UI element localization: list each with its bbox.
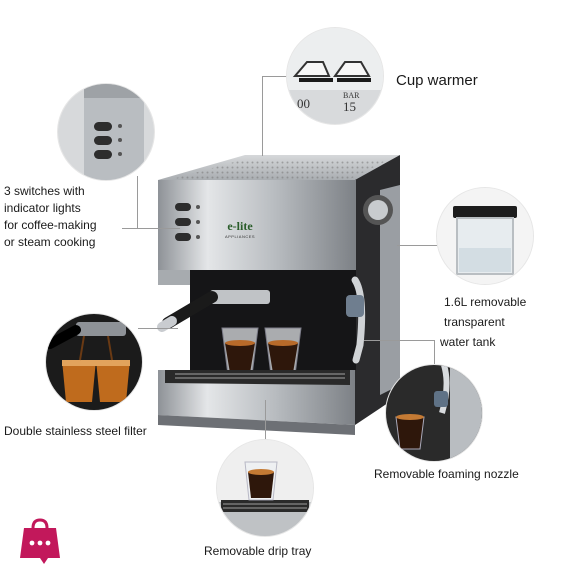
cup-warmer-detail-image: BAR 15 00 [287, 28, 383, 124]
filter-label: Double stainless steel filter [4, 424, 147, 438]
foaming-nozzle-detail-image [386, 365, 482, 461]
water-tank-detail-image [437, 188, 533, 284]
leader-line-foaming [364, 340, 434, 341]
brand-logo: e-lite APPLIANCES [216, 219, 264, 239]
gauge-value: 15 [343, 99, 356, 114]
drip-tray-label: Removable drip tray [204, 544, 312, 558]
switches-label-line-3: for coffee-making [4, 218, 97, 232]
switches-label-line-2: indicator lights [4, 201, 81, 215]
cup-warmer-label: Cup warmer [396, 72, 478, 89]
leader-line-switches-h [122, 228, 180, 229]
espresso-machine: e-lite APPLIANCES [150, 145, 410, 445]
leader-line-switches [137, 176, 138, 228]
gauge-unit: BAR [343, 91, 360, 100]
foaming-nozzle-label: Removable foaming nozzle [374, 467, 519, 481]
brand-logo-main: e-lite [227, 219, 253, 233]
drip-tray-detail-image [217, 440, 313, 536]
brand-logo-sub: APPLIANCES [224, 234, 256, 239]
switches-label-line-1: 3 switches with [4, 184, 85, 198]
leader-line-water-tank [397, 245, 437, 246]
water-tank-label-line-2: water tank [440, 335, 496, 349]
leader-line-cup-warmer-h [262, 76, 287, 77]
leader-line-filter [138, 328, 178, 329]
switches-label: 3 switches with indicator lights for cof… [4, 183, 97, 251]
filter-detail-image [46, 314, 142, 410]
leader-line-cup-warmer [262, 76, 263, 156]
gauge-left-value: 00 [297, 96, 310, 111]
switches-label-line-4: or steam cooking [4, 235, 96, 249]
switches-detail-image [58, 84, 154, 180]
leader-line-foaming-v [434, 340, 435, 370]
chat-bag-icon[interactable] [18, 518, 62, 564]
water-tank-label: 1.6L removable transparent water tank [440, 292, 580, 352]
leader-line-drip-tray [265, 400, 266, 440]
water-tank-label-line-1: 1.6L removable transparent [444, 295, 527, 329]
